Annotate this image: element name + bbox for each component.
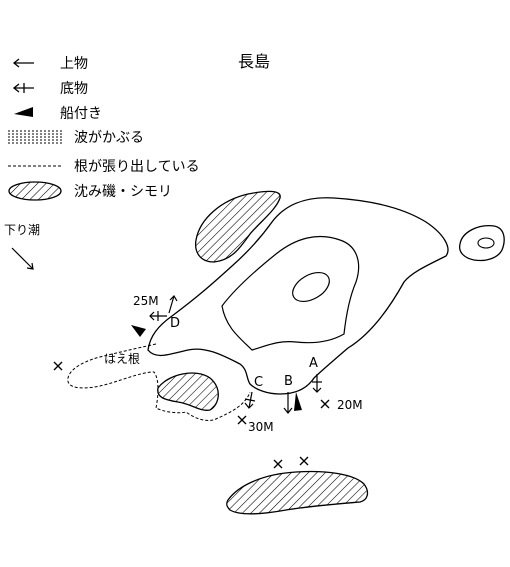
legend-label-funatsuki: 船付き [60, 106, 102, 122]
crossed-arrow-left-icon [149, 311, 167, 321]
current-arrow-icon [11, 247, 34, 270]
map-title: 長島 [238, 52, 270, 71]
inner-contour [221, 235, 360, 351]
legend-label-uwamono: 上物 [60, 56, 88, 72]
reef-extension-dashed [67, 343, 251, 421]
x-mark [273, 459, 283, 469]
depth-30m-label: 30M [248, 420, 274, 434]
point-c-label: C [254, 375, 263, 390]
point-b-label: B [284, 374, 293, 389]
arrow-crossed-icon [12, 83, 34, 93]
arrow-plain-icon [12, 58, 34, 68]
boat-wedge-b-icon [294, 392, 302, 411]
x-mark [320, 399, 330, 409]
legend: 上物 底物 船付き 波がかぶる 根が張り出している 沈み磯・シモリ [8, 56, 200, 201]
depth-20m-label: 20M [337, 398, 363, 412]
point-d-label: D [170, 316, 180, 331]
arrow-down-icon [283, 392, 293, 414]
legend-label-shimori: 沈み磯・シモリ [74, 184, 172, 200]
crossed-arrow-down-icon [244, 391, 256, 409]
small-islet [458, 225, 505, 262]
current-label: 下り潮 [4, 222, 40, 237]
hatched-ellipse-icon [8, 181, 62, 201]
submerged-rock-s [226, 470, 369, 515]
submerged-rock-nw [194, 190, 281, 263]
wave-hatch-icon [8, 130, 62, 144]
legend-label-namigakaburu: 波がかぶる [74, 130, 144, 146]
x-mark [237, 415, 247, 425]
arrow-up-icon [168, 295, 178, 314]
x-mark [53, 361, 63, 371]
depth-25m-label: 25M [133, 294, 159, 308]
boat-wedge-icon [14, 107, 33, 117]
crossed-arrow-down-a-icon [312, 374, 322, 393]
summit-contour [292, 271, 330, 303]
submerged-rock-w [157, 372, 219, 411]
reef-label: はえ根 [104, 352, 140, 366]
x-mark [299, 456, 309, 466]
boat-wedge-d-icon [131, 325, 146, 337]
legend-label-ne: 根が張り出している [74, 159, 200, 175]
point-a-label: A [309, 356, 318, 371]
main-island-outline [147, 197, 449, 395]
legend-label-sokomono: 底物 [60, 81, 88, 97]
